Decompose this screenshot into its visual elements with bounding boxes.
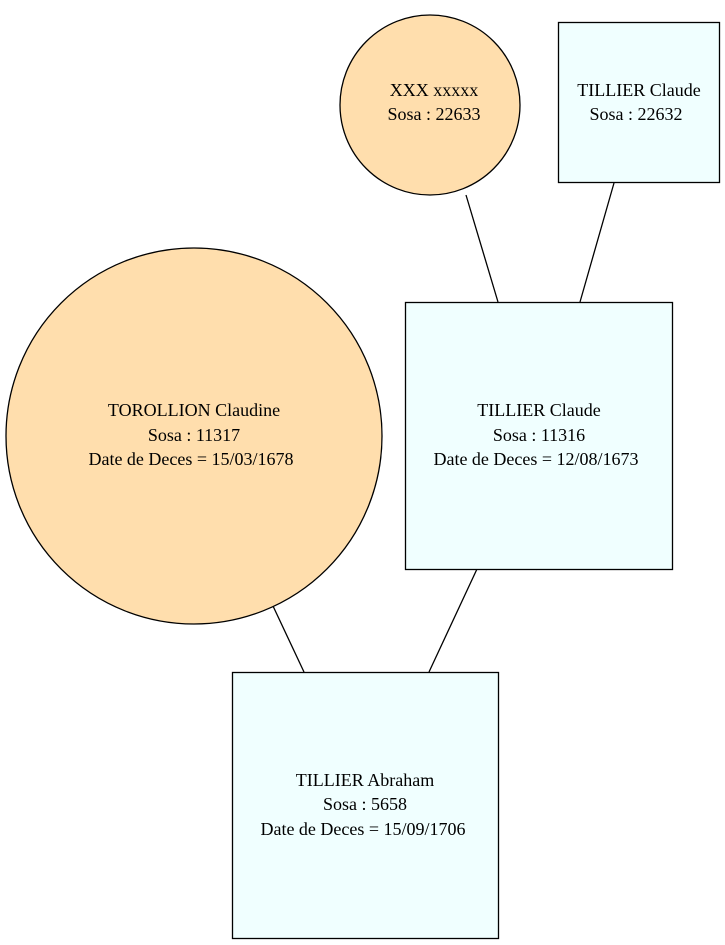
person-node-tillier-claude-11316[interactable]: TILLIER Claude Sosa : 11316 Date de Dece… (404, 301, 674, 571)
person-name: TILLIER Claude (477, 400, 600, 420)
edge-xxx-to-claude-11316 (465, 194, 499, 303)
person-death-date: Date de Deces = 15/03/1678 (88, 449, 293, 469)
person-death-date: Date de Deces = 15/09/1706 (260, 819, 465, 839)
person-sosa: Sosa : 11316 (493, 425, 585, 445)
person-death-date: Date de Deces = 12/08/1673 (433, 449, 638, 469)
person-node-tillier-abraham[interactable]: TILLIER Abraham Sosa : 5658 Date de Dece… (231, 671, 500, 940)
male-node-shape (404, 301, 674, 571)
female-node-shape (339, 14, 521, 196)
person-name: XXX xxxxx (390, 80, 479, 100)
person-sosa: Sosa : 22633 (387, 104, 480, 124)
person-name: TILLIER Claude (577, 80, 700, 100)
person-node-torollion-claudine[interactable]: TOROLLION Claudine Sosa : 11317 Date de … (5, 247, 383, 625)
person-node-xxx[interactable]: XXX xxxxx Sosa : 22633 (339, 14, 521, 196)
person-name: TILLIER Abraham (296, 770, 434, 790)
person-sosa: Sosa : 5658 (323, 794, 407, 814)
edge-claude-22632-to-claude-11316 (579, 182, 615, 303)
male-node-shape (231, 671, 500, 940)
female-node-shape (5, 247, 383, 625)
person-sosa: Sosa : 11317 (148, 425, 240, 445)
person-sosa: Sosa : 22632 (589, 104, 682, 124)
person-name: TOROLLION Claudine (108, 400, 280, 420)
edge-claudine-to-abraham (272, 605, 305, 673)
male-node-shape (557, 21, 721, 184)
edge-claude-11316-to-abraham (428, 568, 478, 673)
person-node-tillier-claude-22632[interactable]: TILLIER Claude Sosa : 22632 (557, 21, 721, 184)
